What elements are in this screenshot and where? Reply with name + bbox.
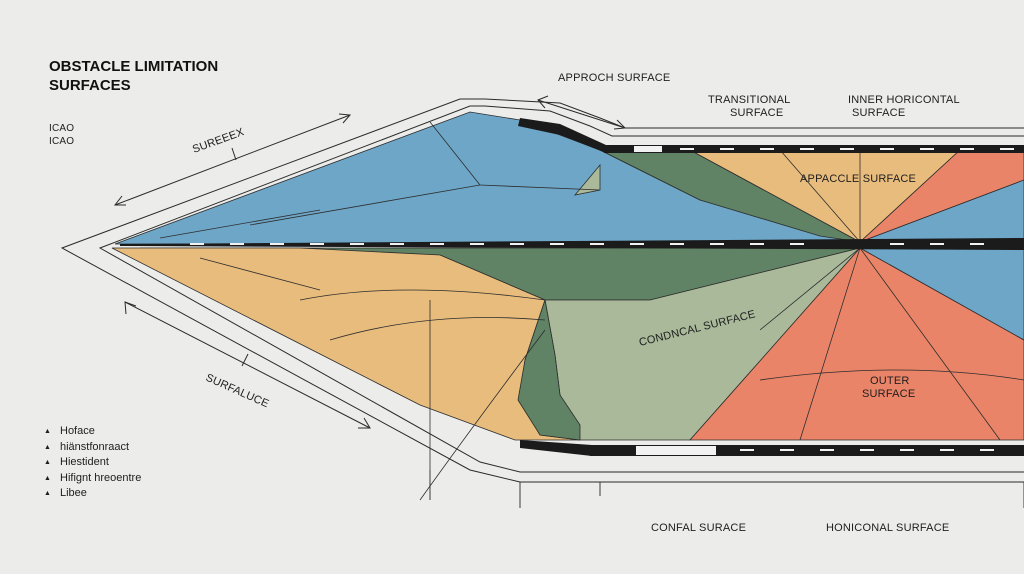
legend-item-label: Hiestident	[60, 456, 109, 468]
legend-item: ▲ Hoface	[44, 424, 141, 440]
legend-item: ▲ hiänstfonraact	[44, 440, 141, 456]
surfaluce-label: SURFALUCE	[204, 372, 271, 411]
bottom-runway	[590, 445, 1024, 456]
triangle-bullet-icon: ▲	[44, 474, 51, 482]
legend-item: ▲ Hiestident	[44, 455, 141, 471]
inner-horizontal-label-line2: SURFACE	[852, 107, 905, 119]
transitional-label-line2: SURFACE	[730, 107, 783, 119]
legend-item-label: Libee	[60, 487, 87, 499]
icao-label-2: ICAO	[49, 136, 74, 147]
legend-item-label: Hifignt hreoentre	[60, 471, 142, 484]
bottom-runway-taper	[520, 440, 592, 456]
triangle-bullet-icon: ▲	[44, 490, 51, 497]
icao-label-1: ICAO	[49, 123, 74, 134]
confal-surface-label: CONFAL SURACE	[651, 522, 746, 534]
envelope-outlines	[60, 98, 1024, 483]
outer-surface-label-line2: SURFACE	[862, 388, 915, 400]
appacle-surface-label: APPACCLE SURFACE	[800, 173, 916, 185]
centerline-runway	[120, 238, 1024, 250]
honiconal-surface-label: HONICONAL SURFACE	[826, 522, 949, 534]
reference-lines	[429, 470, 1024, 508]
inner-horizontal-label-line1: INNER HORICONTAL	[848, 94, 960, 106]
transitional-label-line1: TRANSITIONAL	[708, 94, 790, 106]
legend: ▲ Hoface ▲ hiänstfonraact ▲ Hiestident ▲…	[44, 424, 141, 502]
diagram-title-line1: OBSTACLE LIMITATION	[49, 58, 218, 75]
surface-detail-lines	[159, 121, 1024, 501]
diagram-title-line2: SURFACES	[49, 77, 131, 94]
top-runway-taper	[518, 118, 606, 153]
legend-item: ▲ Hifignt hreoentre	[44, 471, 141, 487]
runway-markings	[190, 146, 1014, 455]
outer-surface-label-line1: OUTER	[870, 375, 910, 387]
triangle-bullet-icon: ▲	[44, 428, 51, 435]
surface-fills	[111, 111, 1024, 441]
sureeex-label: SUREEEX	[191, 126, 246, 156]
triangle-bullet-icon: ▲	[44, 443, 51, 451]
legend-item: ▲ Libee	[44, 486, 141, 502]
dimension-arrows	[113, 95, 627, 429]
legend-item-label: hiänstfonraact	[60, 440, 130, 453]
legend-item-label: Hoface	[60, 425, 95, 437]
triangle-bullet-icon: ▲	[44, 459, 51, 466]
approach-surface-label: APPROCH SURFACE	[558, 72, 670, 84]
